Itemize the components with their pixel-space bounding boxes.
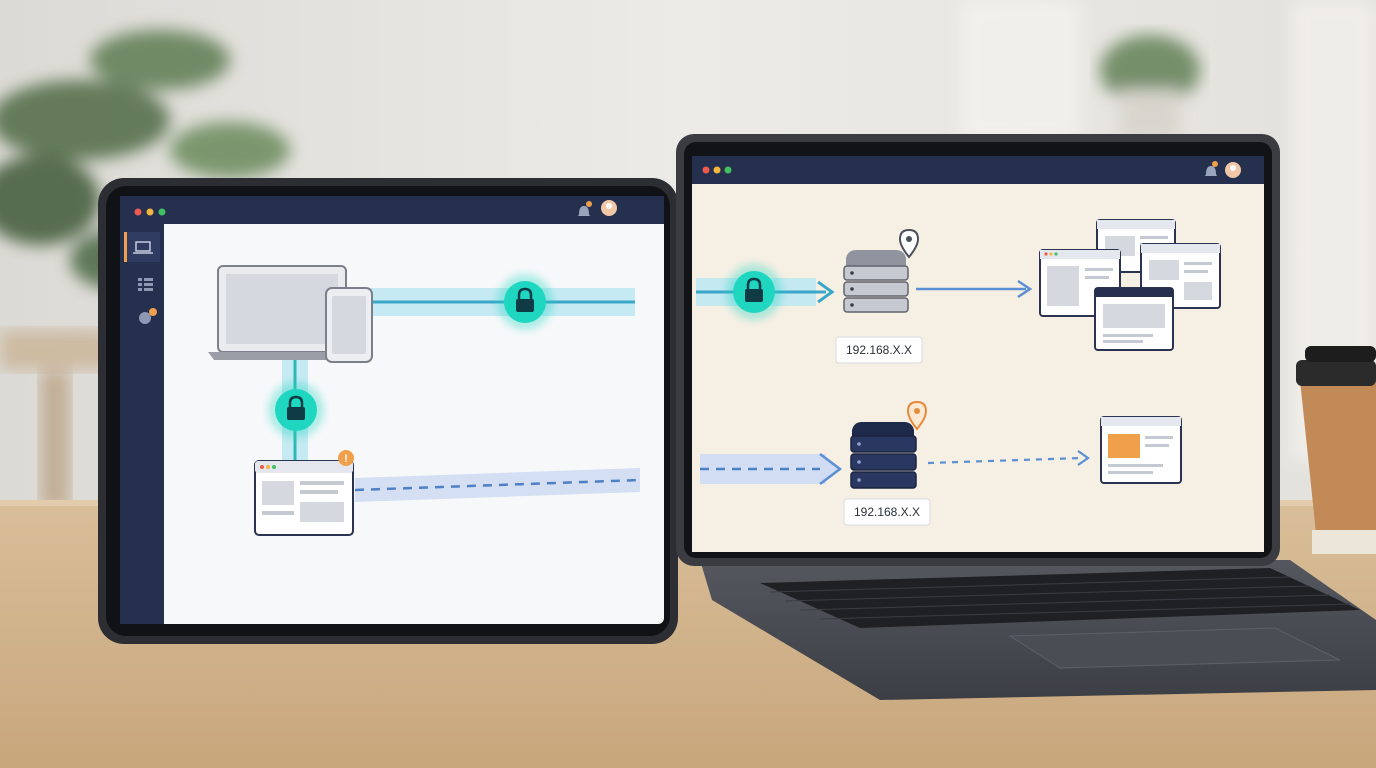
tablet-insecure-tunnel [355,468,640,502]
tablet-bell-icon[interactable] [578,201,592,216]
tablet-screen [120,196,664,624]
laptop-window-cluster [1039,219,1221,351]
tablet-sidebar-item-active[interactable] [124,232,160,262]
laptop-maximize-button[interactable] [724,166,732,174]
tablet-laptop-icon [208,265,356,360]
back-shelf [0,330,110,370]
plant-right [1100,35,1200,140]
coffee-cup [1296,346,1376,554]
laptop-browser-window-warning [1100,416,1182,484]
tablet-phone-icon [325,287,373,363]
tablet-browser-window [254,460,354,536]
laptop-insecure-arrowhead [819,453,843,485]
laptop-server-bottom [850,422,917,489]
tablet-maximize-button[interactable] [158,208,166,216]
svg-text:192.168.X.X: 192.168.X.X [846,343,912,357]
tablet-titlebar [120,196,664,224]
laptop-bell-icon[interactable] [1205,161,1218,176]
laptop-keys [769,576,1351,620]
laptop-lock-icon [726,264,782,320]
laptop-minimize-button[interactable] [713,166,721,174]
laptop-location-pin-grey [898,228,920,259]
svg-text:192.168.X.X: 192.168.X.X [854,505,920,519]
tablet-minimize-button[interactable] [146,208,154,216]
tablet: ! [98,178,678,644]
laptop-server-top [843,250,909,313]
laptop-secure-arrowhead [817,280,835,304]
laptop-ip-label-bottom: 192.168.X.X [843,498,931,526]
laptop-keyboard [760,568,1360,628]
tablet-lock-icon-h [497,274,553,330]
tablet-sidebar-laptop-icon[interactable] [133,241,153,254]
back-shelf-leg [40,370,70,510]
laptop-close-button[interactable] [702,166,710,174]
laptop-ip-label-top: 192.168.X.X [835,336,923,364]
laptop-titlebar [692,156,1264,184]
laptop-trackpad [1008,627,1341,669]
laptop-location-pin-orange [906,400,928,431]
tablet-sidebar-chart-icon[interactable] [139,308,157,324]
laptop-flow-arrow-bottom [927,456,1083,465]
tablet-warning-badge: ! [338,450,354,466]
laptop: 192.168.X.X [676,134,1376,700]
svg-text:!: ! [344,453,348,465]
tablet-sidebar-list-icon[interactable] [138,278,153,291]
tablet-close-button[interactable] [134,208,142,216]
window-light [960,0,1080,140]
laptop-screen [692,156,1264,552]
tablet-lock-icon-v [268,382,324,438]
